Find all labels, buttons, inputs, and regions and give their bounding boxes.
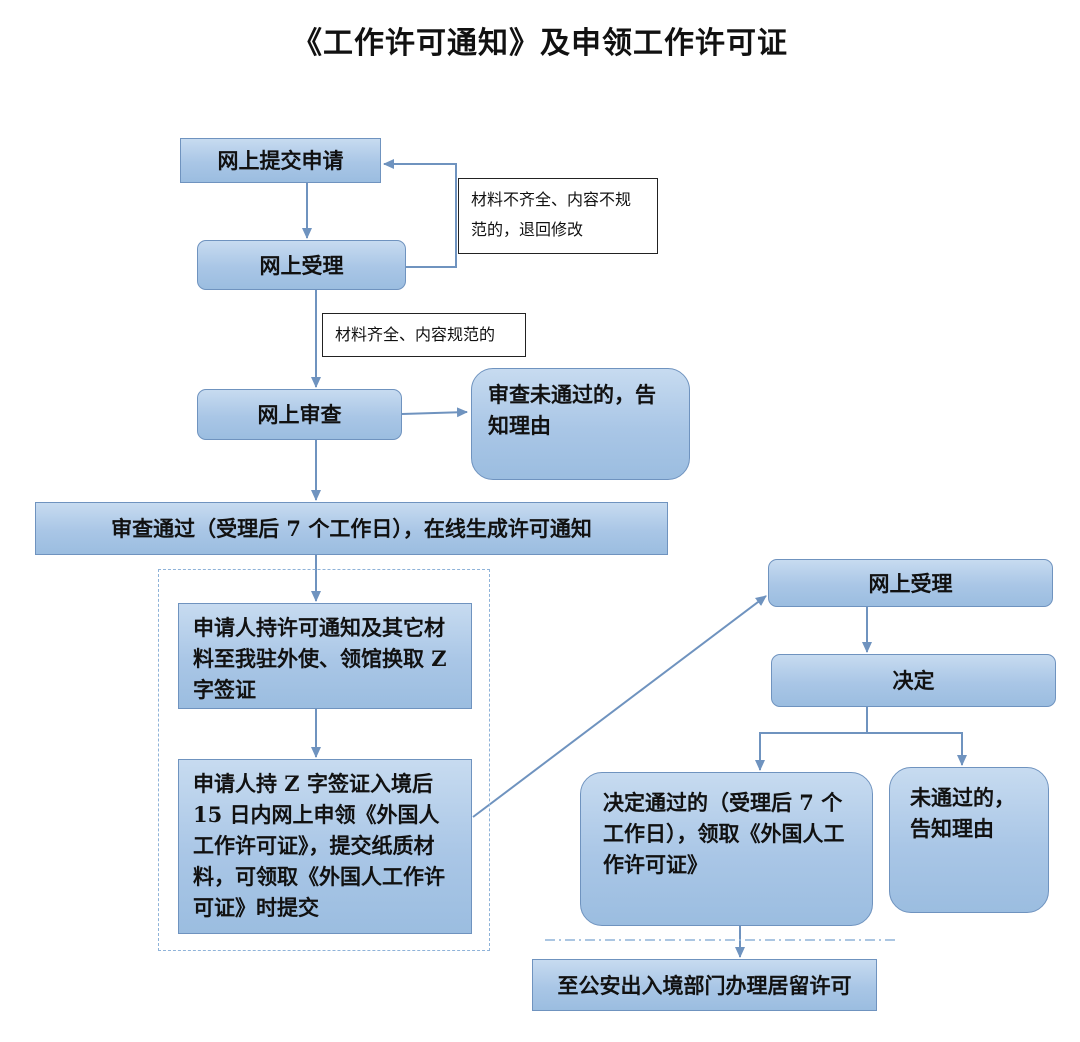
note-complete-materials: 材料齐全、内容规范的 [322, 313, 526, 357]
node-decision-failed: 未通过的，告知理由 [889, 767, 1049, 913]
node-online-acceptance: 网上受理 [197, 240, 406, 290]
node-apply-work-permit: 申请人持 Z 字签证入境后 15 日内网上申领《外国人工作许可证》，提交纸质材料… [178, 759, 472, 934]
node-online-acceptance-2: 网上受理 [768, 559, 1053, 607]
overseas-steps-group [158, 569, 490, 951]
node-submit-application: 网上提交申请 [180, 138, 381, 183]
diagram-title: 《工作许可通知》及申领工作许可证 [292, 26, 788, 61]
arrow-apply-to-accept2 [472, 595, 767, 818]
arrow-return-loop [383, 159, 457, 268]
arrow-decide-to-pass [755, 732, 867, 771]
node-obtain-z-visa: 申请人持许可通知及其它材料至我驻外使、领馆换取 Z 字签证 [178, 603, 472, 709]
node-residence-permit: 至公安出入境部门办理居留许可 [532, 959, 877, 1011]
node-online-review: 网上审查 [197, 389, 402, 440]
node-review-failed: 审查未通过的，告知理由 [471, 368, 690, 480]
arrow-decide-to-fail [867, 732, 967, 766]
note-incomplete-materials: 材料不齐全、内容不规范的，退回修改 [458, 178, 658, 254]
node-decision-passed: 决定通过的（受理后 7 个工作日），领取《外国人工作许可证》 [580, 772, 873, 926]
arrow-review-to-fail [401, 407, 468, 418]
node-review-passed: 审查通过（受理后 7 个工作日），在线生成许可通知 [35, 502, 668, 555]
node-decision: 决定 [771, 654, 1056, 707]
